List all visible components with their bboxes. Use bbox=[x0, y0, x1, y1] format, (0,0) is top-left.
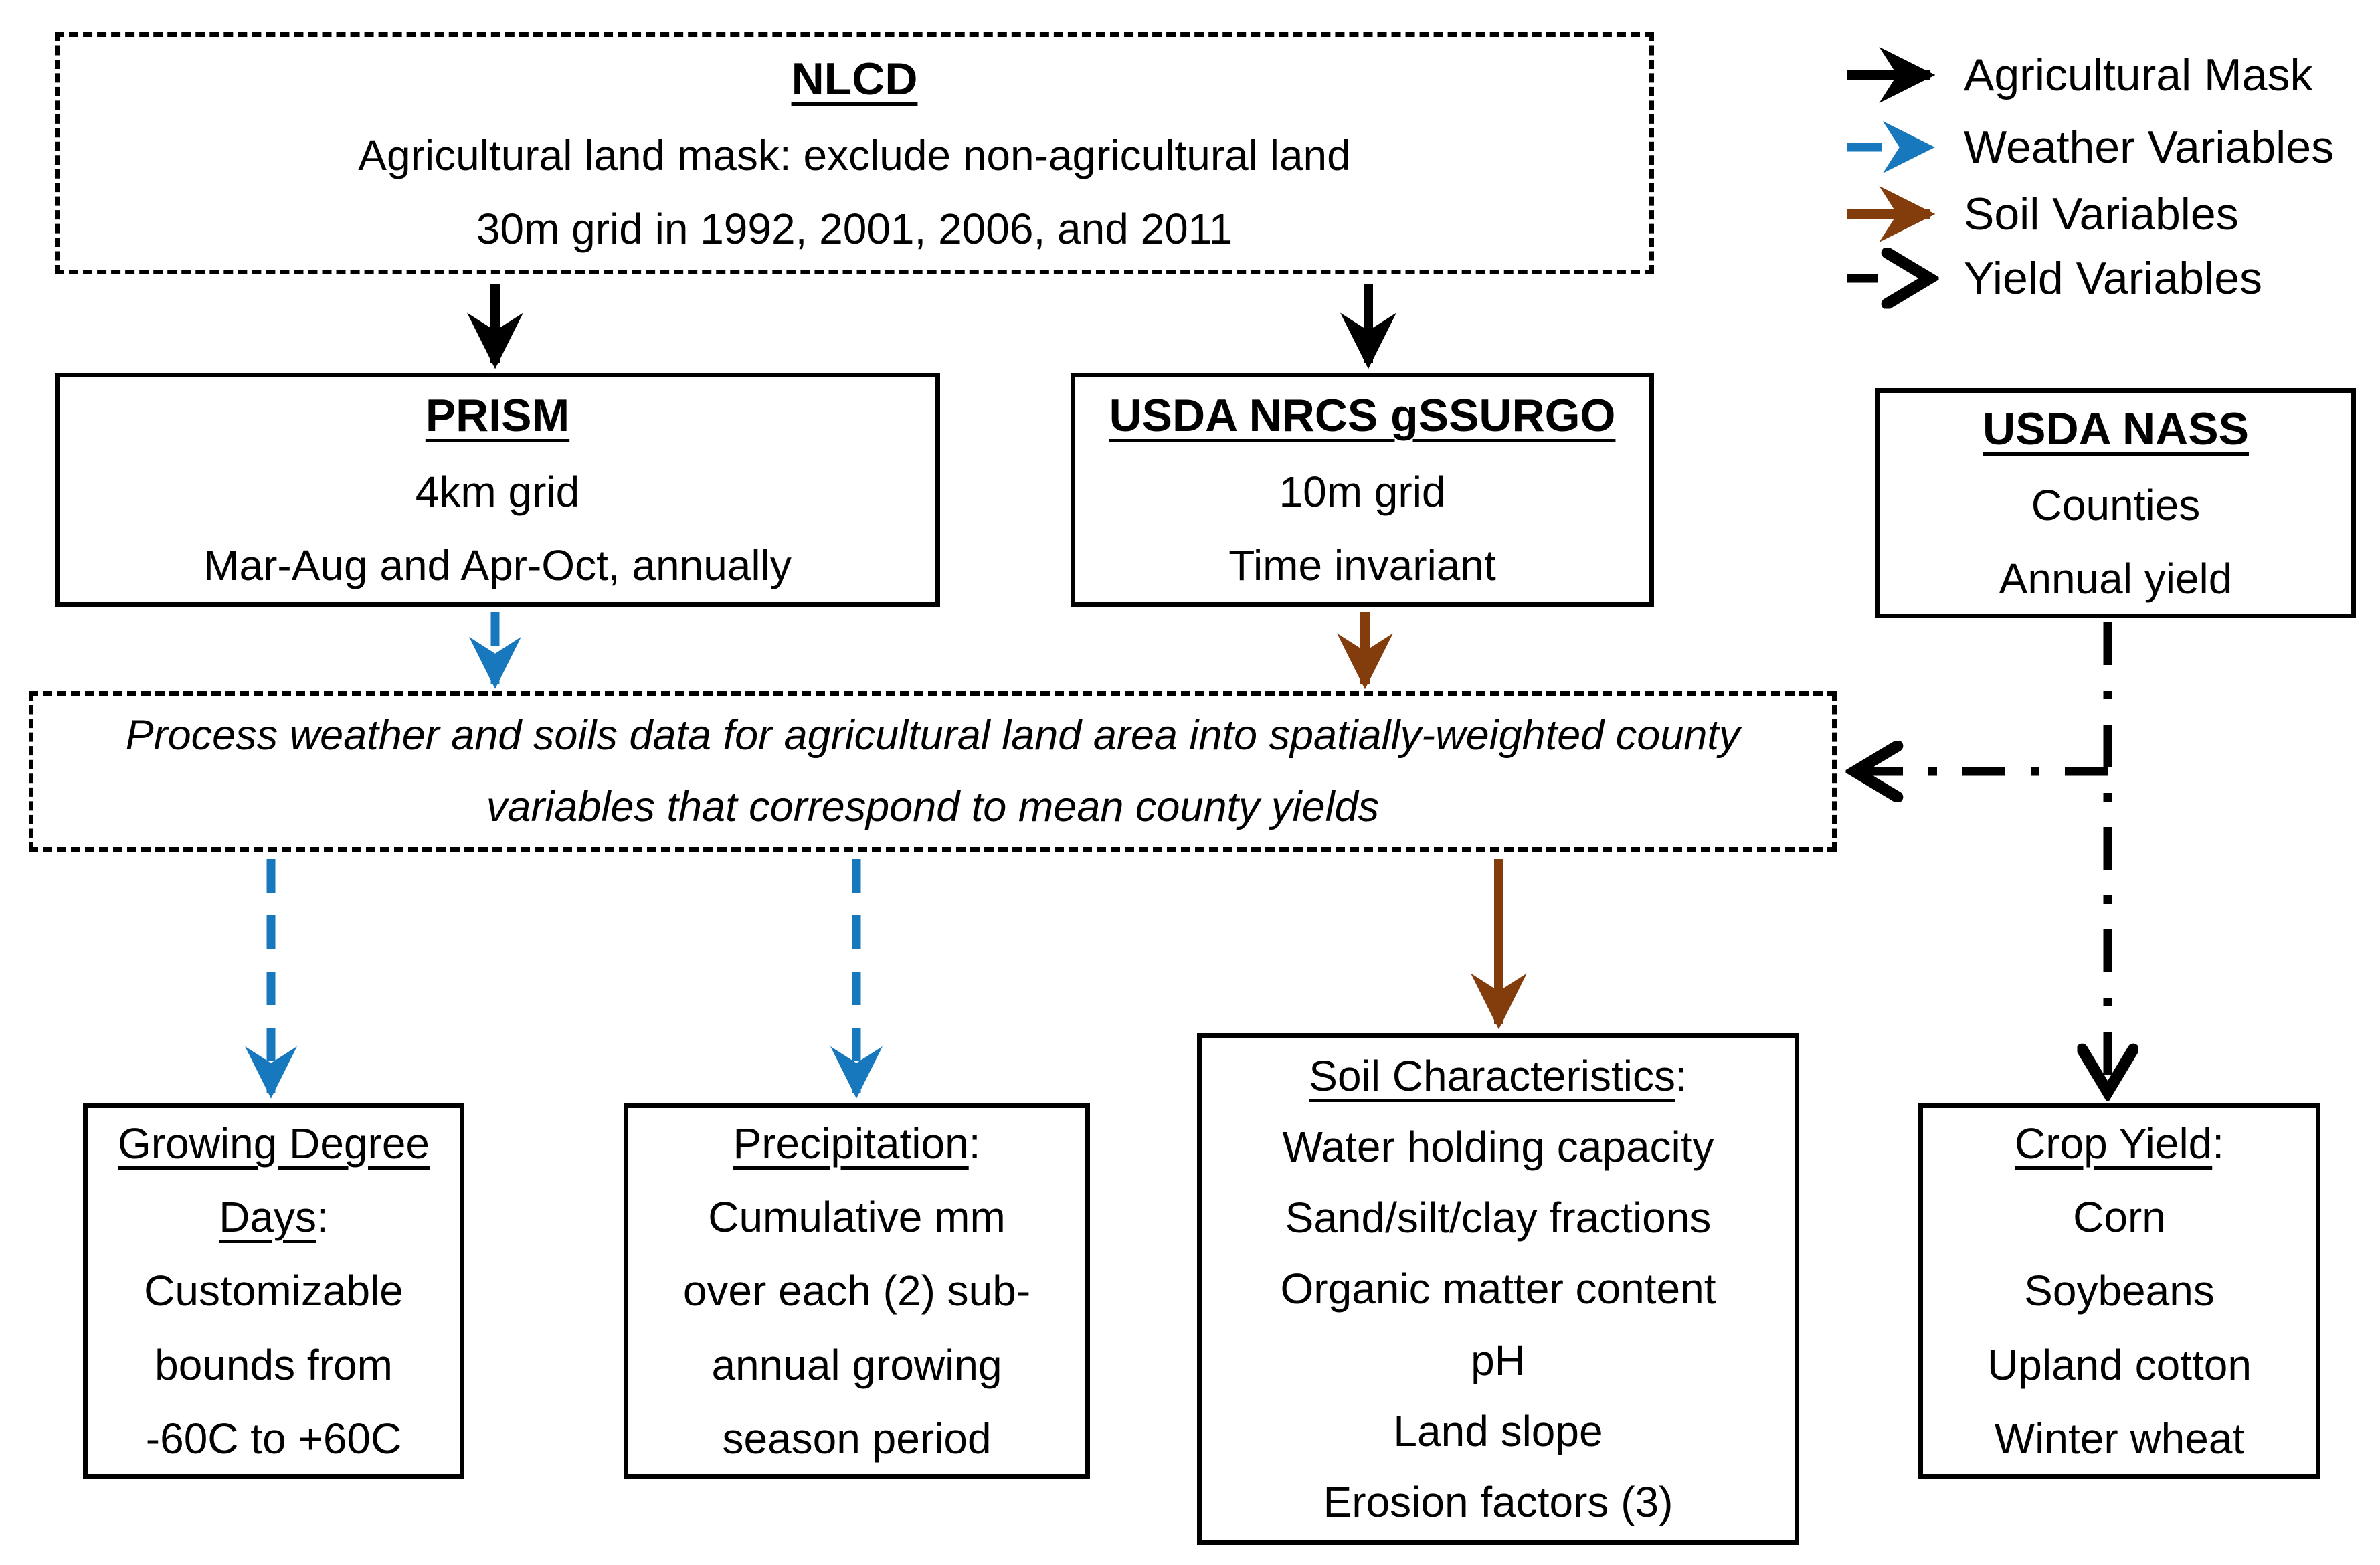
gssurgo-box: USDA NRCS gSSURGO 10m grid Time invarian… bbox=[1071, 373, 1654, 607]
crop-yield-line: Upland cotton bbox=[1987, 1340, 2252, 1389]
growing-degree-days-title-colon: : bbox=[316, 1193, 329, 1242]
growing-degree-days-line: Customizable bbox=[144, 1267, 403, 1315]
nass-box-title: USDA NASS bbox=[1983, 403, 2249, 455]
soil-characteristics-line: Erosion factors (3) bbox=[1323, 1478, 1673, 1527]
precipitation-line: season period bbox=[722, 1414, 992, 1463]
crop-yield-line: Soybeans bbox=[2024, 1267, 2215, 1315]
soil-characteristics-box: Soil Characteristics: Water holding capa… bbox=[1197, 1033, 1799, 1545]
nass-box-line: Annual yield bbox=[1999, 555, 2233, 604]
crop-yield-line: Winter wheat bbox=[1994, 1414, 2245, 1463]
prism-box-line: 4km grid bbox=[415, 468, 580, 517]
nlcd-box: NLCD Agricultural land mask: exclude non… bbox=[55, 32, 1654, 274]
prism-box-title: PRISM bbox=[425, 390, 570, 442]
precipitation-line: over each (2) sub- bbox=[682, 1267, 1031, 1315]
crop-yield-line: Corn bbox=[2073, 1193, 2166, 1242]
growing-degree-days-title-text: Growing Degree Days bbox=[118, 1119, 430, 1242]
process-box-text: Process weather and soils data for agric… bbox=[125, 711, 1740, 830]
legend-item-weather-variables: Weather Variables bbox=[1964, 122, 2335, 173]
nlcd-box-title: NLCD bbox=[791, 54, 918, 105]
crop-yield-title-colon: : bbox=[2212, 1119, 2225, 1168]
nlcd-box-line: 30m grid in 1992, 2001, 2006, and 2011 bbox=[476, 205, 1233, 254]
precipitation-box-title: Precipitation: bbox=[733, 1107, 981, 1180]
growing-degree-days-line: bounds from bbox=[155, 1340, 393, 1389]
soil-characteristics-line: Organic matter content bbox=[1280, 1265, 1716, 1313]
soil-characteristics-line: Sand/silt/clay fractions bbox=[1285, 1194, 1712, 1242]
soil-characteristics-line: Land slope bbox=[1393, 1406, 1603, 1455]
process-box: Process weather and soils data for agric… bbox=[29, 691, 1837, 852]
nlcd-box-line: Agricultural land mask: exclude non-agri… bbox=[358, 131, 1351, 180]
soil-characteristics-box-title: Soil Characteristics: bbox=[1309, 1040, 1687, 1111]
precipitation-box: Precipitation: Cumulative mm over each (… bbox=[624, 1103, 1090, 1479]
nass-box: USDA NASS Counties Annual yield bbox=[1875, 388, 2356, 618]
precipitation-line: Cumulative mm bbox=[708, 1193, 1006, 1242]
gssurgo-box-line: Time invariant bbox=[1228, 541, 1496, 590]
gssurgo-box-title: USDA NRCS gSSURGO bbox=[1109, 390, 1616, 442]
soil-characteristics-title-colon: : bbox=[1675, 1051, 1687, 1100]
nass-box-line: Counties bbox=[2031, 481, 2201, 530]
growing-degree-days-box: Growing Degree Days: Customizable bounds… bbox=[83, 1103, 464, 1479]
soil-characteristics-line: pH bbox=[1471, 1336, 1526, 1384]
crop-yield-box: Crop Yield: Corn Soybeans Upland cotton … bbox=[1918, 1103, 2320, 1479]
crop-yield-box-title: Crop Yield: bbox=[2015, 1107, 2224, 1180]
precipitation-line: annual growing bbox=[711, 1340, 1002, 1389]
gssurgo-box-line: 10m grid bbox=[1279, 468, 1446, 517]
legend-item-agricultural-mask: Agricultural Mask bbox=[1964, 50, 2313, 100]
soil-characteristics-line: Water holding capacity bbox=[1282, 1122, 1714, 1171]
prism-box: PRISM 4km grid Mar-Aug and Apr-Oct, annu… bbox=[55, 373, 940, 607]
precipitation-title-text: Precipitation bbox=[733, 1119, 969, 1168]
precipitation-title-colon: : bbox=[968, 1119, 981, 1168]
growing-degree-days-box-title: Growing Degree Days: bbox=[88, 1107, 460, 1254]
prism-box-line: Mar-Aug and Apr-Oct, annually bbox=[203, 541, 792, 590]
crop-yield-title-text: Crop Yield bbox=[2014, 1119, 2213, 1168]
growing-degree-days-line: -60C to +60C bbox=[145, 1414, 402, 1463]
legend-item-soil-variables: Soil Variables bbox=[1964, 189, 2239, 240]
soil-characteristics-title-text: Soil Characteristics bbox=[1309, 1051, 1675, 1100]
legend-item-yield-variables: Yield Variables bbox=[1964, 253, 2263, 304]
